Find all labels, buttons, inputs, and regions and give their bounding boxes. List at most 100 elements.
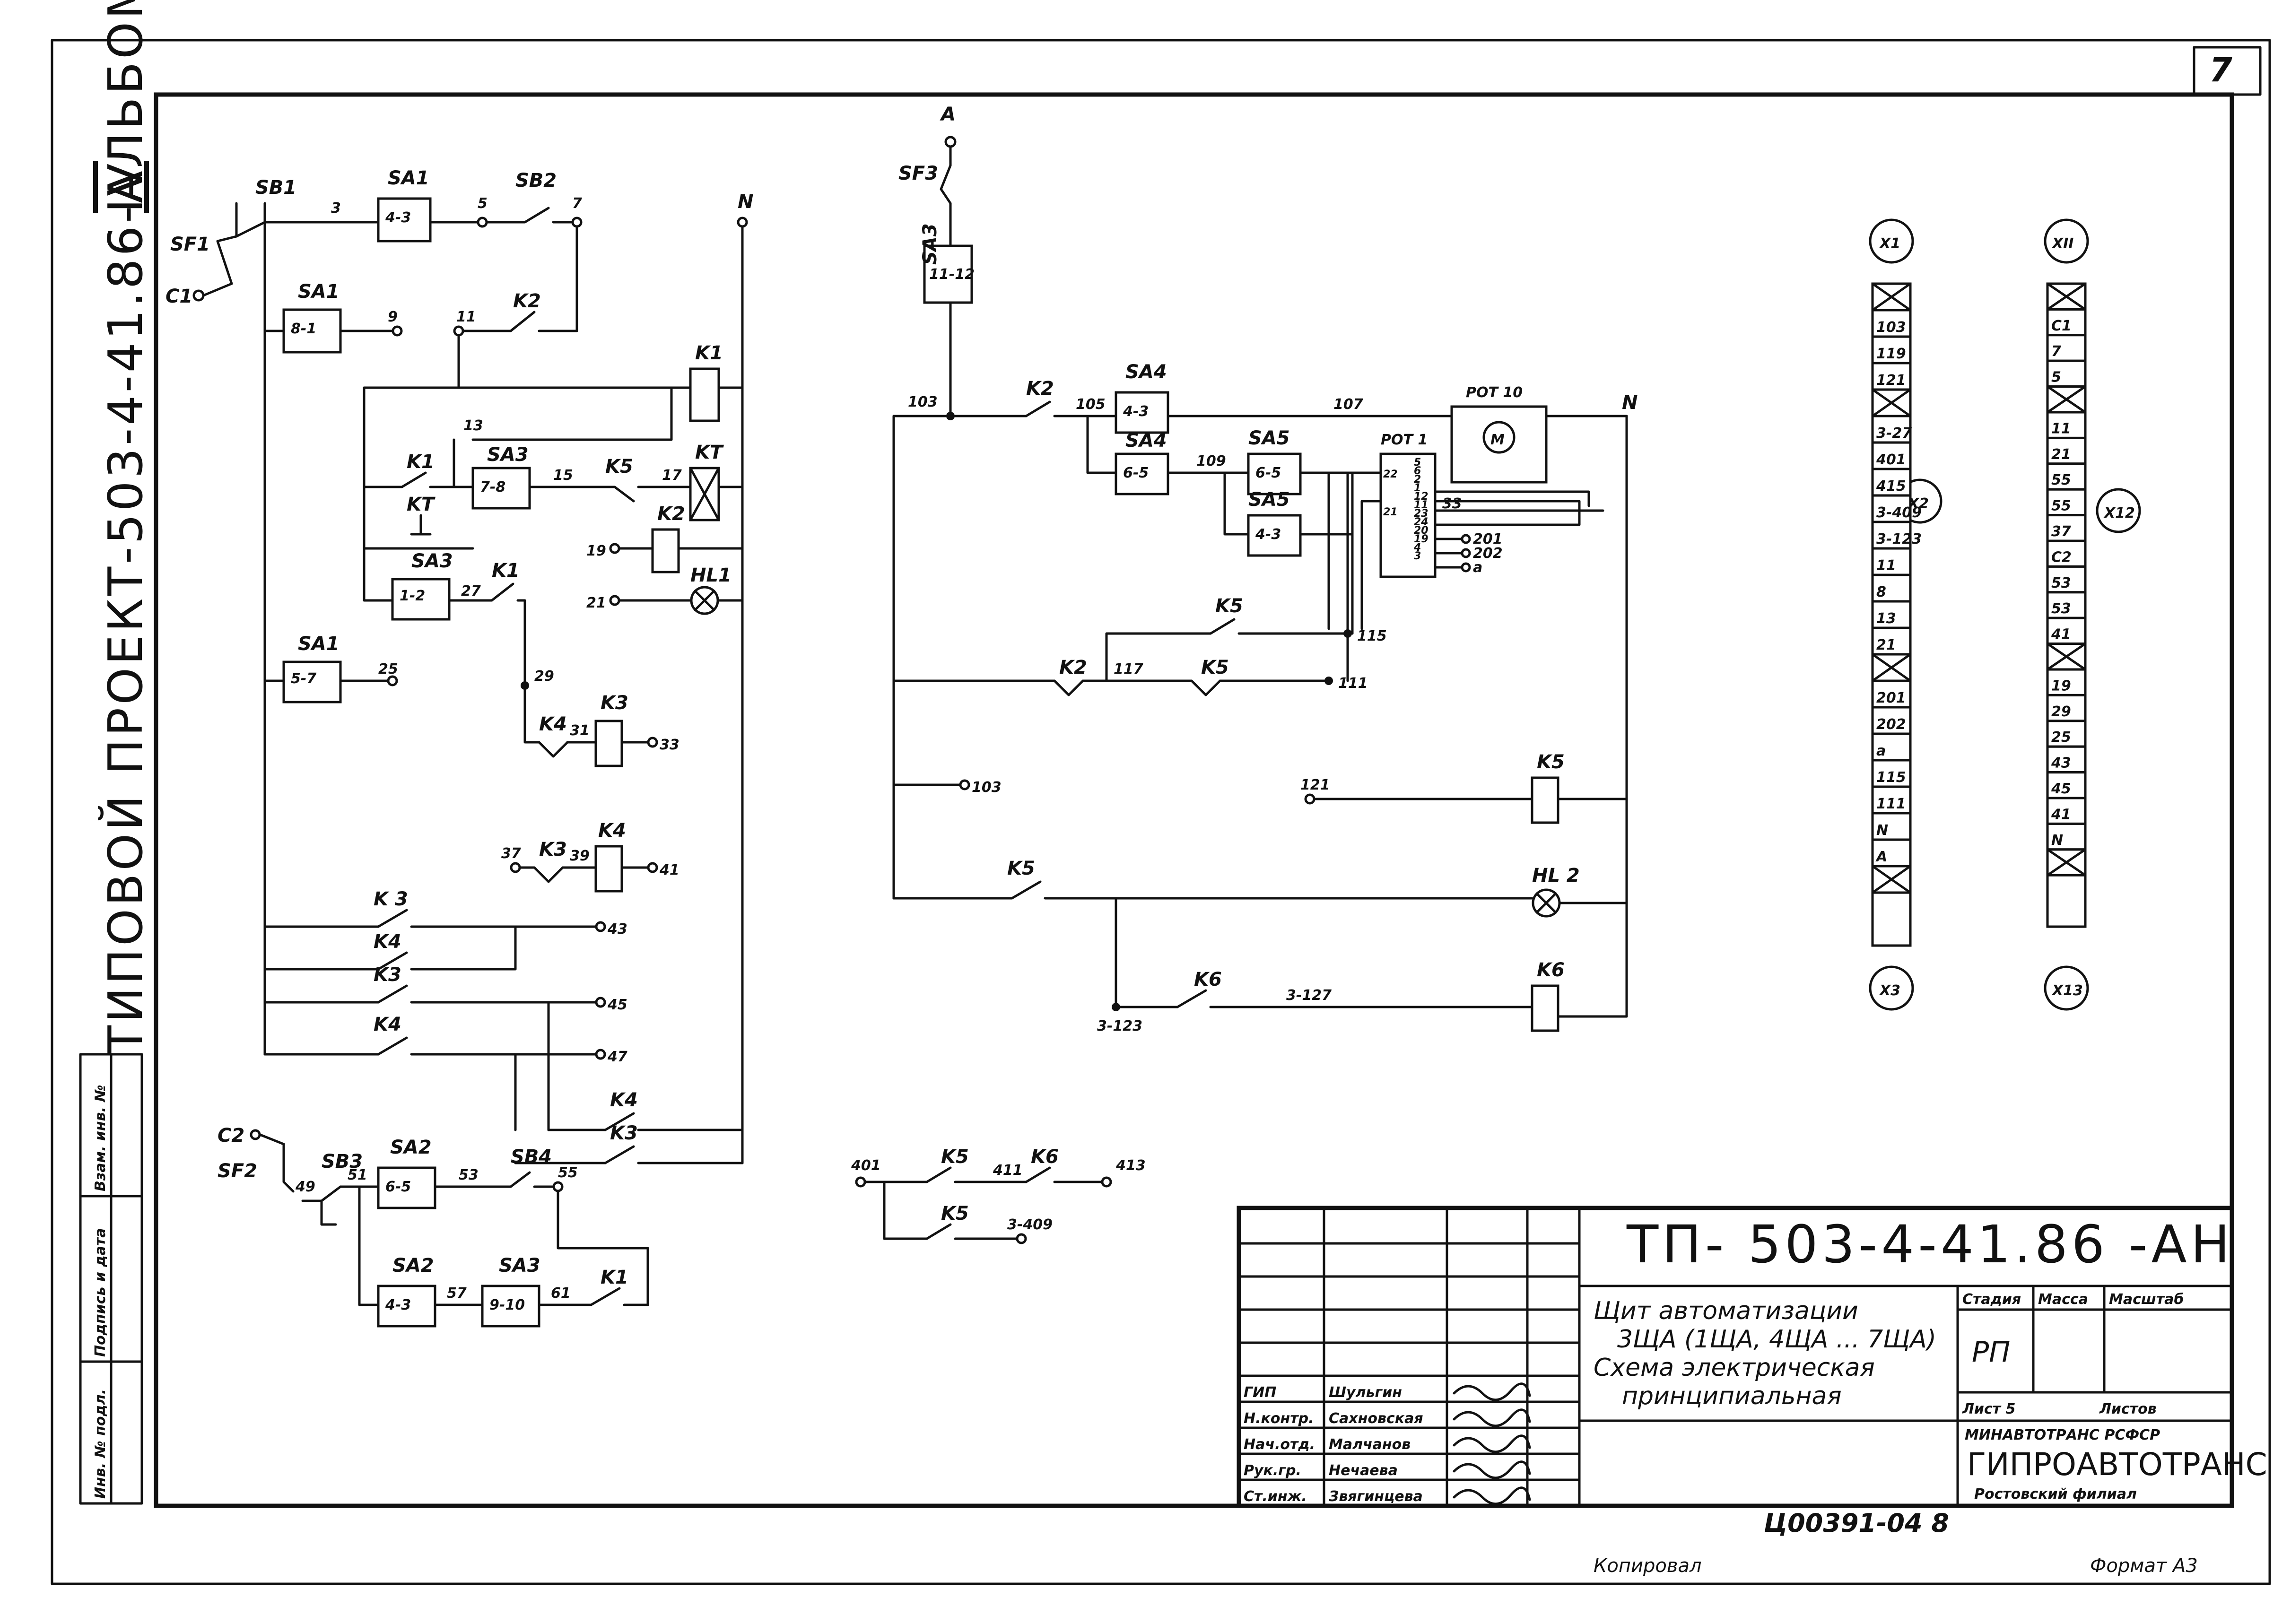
label-sf3: SF3 bbox=[898, 163, 938, 184]
circuit-a: C1 SF1 SB1 3 4-3 SA1 5 SB2 7 N 8-1 SA1 bbox=[166, 167, 753, 1328]
terminal-row-label: 21 bbox=[1876, 637, 1896, 653]
role-title: Нач.отд. bbox=[1244, 1436, 1315, 1453]
label-k4-r4: K4 bbox=[374, 1014, 401, 1035]
label-a: A bbox=[940, 104, 956, 125]
rot1-pin-label: 1 bbox=[1414, 482, 1421, 494]
terminal-row-label: 202 bbox=[1876, 716, 1906, 733]
wire-51: 51 bbox=[348, 1167, 367, 1183]
label-k5-x1: K5 bbox=[941, 1146, 969, 1168]
wire-5: 5 bbox=[478, 195, 488, 212]
sheet-frame: 7 bbox=[51, 39, 2271, 1585]
signature bbox=[1453, 1460, 1531, 1479]
label-k5-nc: K5 bbox=[1201, 657, 1229, 678]
label-c2: C2 bbox=[218, 1125, 244, 1146]
terminal-row-label: 19 bbox=[2051, 677, 2071, 694]
description-line-1: Щит автоматизации bbox=[1594, 1297, 1858, 1325]
label-sa4-b: SA4 bbox=[1125, 430, 1167, 452]
terminal-row-label: 103 bbox=[1876, 319, 1906, 336]
wire-3-409: 3-409 bbox=[1007, 1216, 1053, 1233]
stage-header: Стадия bbox=[1962, 1291, 2021, 1308]
sa3-b-pos: 1-2 bbox=[400, 588, 425, 604]
label-n-a: N bbox=[738, 191, 753, 213]
rot1-pin-label: 2 bbox=[1414, 474, 1421, 486]
wire-111: 111 bbox=[1338, 675, 1368, 692]
org-name: ГИПРОАВТОТРАНС bbox=[1967, 1446, 2267, 1483]
label-hl2: HL 2 bbox=[1532, 865, 1580, 886]
terminal-row-label: a bbox=[1876, 743, 1886, 759]
label-n-b: N bbox=[1622, 392, 1638, 414]
terminal-row-label: N bbox=[2051, 832, 2063, 849]
description-line-3: Схема электрическая bbox=[1594, 1354, 1875, 1382]
terminal-row-label: 115 bbox=[1876, 769, 1906, 786]
wire-202: 202 bbox=[1473, 545, 1503, 562]
label-c1: C1 bbox=[166, 286, 192, 307]
sa1-top-pos: 4-3 bbox=[385, 209, 411, 226]
label-k5-contact: K5 bbox=[1007, 858, 1035, 879]
sheet-number: 7 bbox=[2209, 51, 2232, 89]
wire-39: 39 bbox=[570, 848, 590, 864]
label-sa3-b: SA3 bbox=[919, 223, 941, 265]
wire-7: 7 bbox=[572, 195, 582, 212]
motor-symbol: M bbox=[1490, 432, 1505, 448]
label-k5-a: K5 bbox=[605, 456, 633, 478]
sa3-a-pos: 7-8 bbox=[480, 479, 505, 495]
role-title: Ст.инж. bbox=[1244, 1488, 1307, 1505]
sa3-c-pos: 9-10 bbox=[489, 1297, 525, 1313]
label-sa2-b: SA2 bbox=[392, 1255, 434, 1277]
terminal-row-label: 119 bbox=[1876, 346, 1906, 362]
description-line-4: принципиальная bbox=[1622, 1382, 1842, 1410]
rot1-pin-label: 11 bbox=[1414, 499, 1429, 511]
label-sa1-low: SA1 bbox=[298, 633, 340, 655]
label-kt-contact: KT bbox=[407, 494, 436, 515]
rot1-pin-label: 12 bbox=[1414, 491, 1429, 503]
terminal-x-bottom-label: X3 bbox=[1879, 982, 1900, 999]
wire-3-123: 3-123 bbox=[1097, 1018, 1142, 1034]
label-sf2: SF2 bbox=[218, 1160, 257, 1182]
wire-37: 37 bbox=[501, 845, 521, 862]
wire-49: 49 bbox=[295, 1179, 315, 1195]
role-name: Звягинцева bbox=[1328, 1488, 1423, 1505]
wire-55: 55 bbox=[558, 1164, 578, 1181]
label-sb3: SB3 bbox=[322, 1151, 363, 1172]
format-label: Формат А3 bbox=[2090, 1555, 2198, 1577]
rot1-pin-label: 4 bbox=[1413, 542, 1421, 554]
label-k2-nc: K2 bbox=[1059, 657, 1087, 678]
terminal-row-label: A bbox=[1875, 849, 1887, 865]
label-k4-coil: K4 bbox=[598, 820, 626, 842]
terminal-strip-xii: XII X12 X13 C1751121555537C2535341192925… bbox=[2044, 218, 2141, 1011]
terminal-row-label: 55 bbox=[2051, 472, 2071, 488]
terminal-row-label: 45 bbox=[2051, 781, 2071, 797]
terminal-row-label: 8 bbox=[1876, 584, 1886, 600]
label-sa1-top: SA1 bbox=[388, 167, 429, 189]
terminal-row-label: 21 bbox=[2051, 446, 2071, 463]
terminal-row-label: 415 bbox=[1876, 478, 1906, 495]
ministry: МИНАВТОТРАНС РСФСР bbox=[1965, 1427, 2160, 1443]
role-name: Нечаева bbox=[1329, 1462, 1398, 1479]
stage-value: РП bbox=[1972, 1336, 2010, 1369]
label-kt-coil: KT bbox=[695, 442, 724, 463]
wire-411: 411 bbox=[993, 1162, 1023, 1179]
wire-115: 115 bbox=[1357, 628, 1387, 644]
label-k3-r3: K3 bbox=[374, 964, 401, 986]
terminal-row-label: 111 bbox=[1876, 796, 1906, 812]
sheets-label: Листов bbox=[2099, 1401, 2157, 1417]
rot1-pin-label: 22 bbox=[1383, 469, 1398, 480]
wire-3-127: 3-127 bbox=[1286, 987, 1332, 1004]
terminal-row-label: 53 bbox=[2051, 600, 2071, 617]
label-sa5-b: SA5 bbox=[1248, 489, 1290, 511]
label-k2-b: K2 bbox=[1026, 378, 1054, 399]
role-name: Сахновская bbox=[1329, 1410, 1423, 1427]
terminal-xii-top-label: XII bbox=[2051, 235, 2073, 252]
wire-47: 47 bbox=[607, 1049, 627, 1065]
wire-25: 25 bbox=[378, 661, 398, 677]
terminal-row-label: 7 bbox=[2051, 343, 2061, 360]
rot1-pin-label: 24 bbox=[1414, 516, 1429, 528]
signature bbox=[1453, 1382, 1531, 1401]
terminal-row-label: 41 bbox=[2051, 806, 2071, 823]
label-k3-r6: K3 bbox=[610, 1122, 638, 1144]
wire-61: 61 bbox=[551, 1285, 571, 1302]
wire-105: 105 bbox=[1076, 396, 1106, 413]
role-name: Шульгин bbox=[1329, 1384, 1402, 1401]
terminal-strip-x: X1 X2 X3 1031191213-274014153-4093-12311… bbox=[1869, 218, 1943, 1011]
